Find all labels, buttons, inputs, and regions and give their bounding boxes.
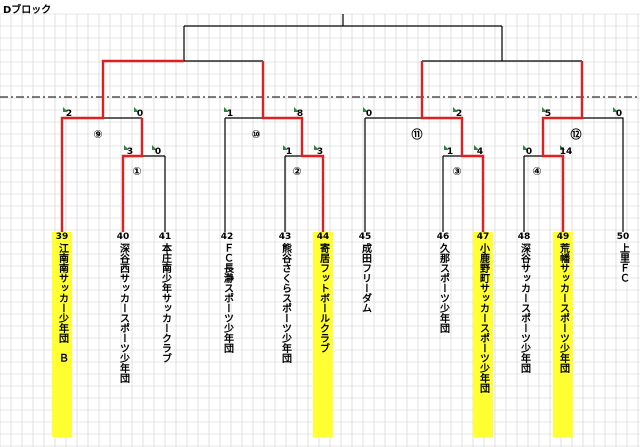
team-number: 48: [517, 232, 531, 242]
score-flag-icon: [152, 145, 157, 150]
score-flag-icon: [453, 107, 458, 112]
score-flag-icon: [444, 145, 449, 150]
team-number: 49: [556, 232, 570, 242]
match-score: 2: [65, 109, 73, 119]
team-name: 江南南サッカー少年団 Ｂ: [56, 243, 68, 363]
match-number: ⑫: [570, 128, 582, 141]
match-score: 4: [476, 147, 484, 157]
score-flag-icon: [314, 145, 319, 150]
team-name: 深谷西サッカースポーツ少年団: [117, 243, 129, 383]
score-flag-icon: [124, 145, 129, 150]
score-flag-icon: [474, 145, 479, 150]
score-flag-icon: [134, 107, 139, 112]
score-flag-icon: [63, 107, 68, 112]
score-flag-icon: [363, 107, 368, 112]
team-number: 44: [316, 232, 330, 242]
match-number: ②: [292, 165, 302, 178]
match-number: ⑪: [411, 128, 423, 141]
winning-path-lines: [60, 59, 584, 232]
match-score: 3: [126, 147, 134, 157]
match-number: ③: [452, 165, 462, 178]
match-score: 0: [154, 147, 162, 157]
match-score: 1: [446, 147, 454, 157]
match-number: ⑩: [251, 128, 261, 141]
team-name: 熊谷さくらスポーツ少年団: [279, 243, 291, 363]
team-name: 荒幡サッカースポーツ少年団: [557, 243, 569, 373]
match-score: 2: [455, 109, 463, 119]
team-name: ＦＣ長瀞スポーツ少年団: [221, 243, 233, 353]
match-number: ①: [132, 165, 142, 178]
team-name: 久那スポーツ少年団: [437, 243, 449, 333]
match-score: 0: [525, 147, 533, 157]
team-number: 45: [358, 232, 372, 242]
team-number: 39: [55, 232, 69, 242]
match-score: 3: [316, 147, 324, 157]
match-score: 1: [285, 147, 293, 157]
match-score: 14: [559, 147, 573, 157]
team-name: 成田フリーダム: [359, 243, 371, 313]
team-number: 50: [616, 232, 630, 242]
block-title: Dブロック: [3, 5, 52, 16]
match-score: 5: [544, 109, 552, 119]
team-number: 41: [158, 232, 172, 242]
score-flag-icon: [224, 107, 229, 112]
score-flag-icon: [283, 145, 288, 150]
match-score: 0: [615, 109, 623, 119]
team-name: 本庄南少年サッカークラブ: [159, 243, 171, 363]
team-number: 46: [436, 232, 450, 242]
team-name: 上里ＦＣ: [617, 243, 629, 283]
team-number: 43: [278, 232, 292, 242]
match-score: 0: [136, 109, 144, 119]
team-number: 47: [476, 232, 490, 242]
team-number: 42: [220, 232, 234, 242]
score-flag-icon: [523, 145, 528, 150]
match-score: 8: [296, 109, 304, 119]
team-name: 寄居フットボールクラブ: [317, 243, 329, 353]
score-flag-icon: [542, 107, 547, 112]
match-number: ⑨: [93, 128, 103, 141]
match-number: ④: [532, 165, 542, 178]
match-score: 1: [226, 109, 234, 119]
score-flag-icon: [560, 145, 565, 150]
score-flag-icon: [613, 107, 618, 112]
team-name: 小鹿野町サッカースポーツ少年団: [477, 243, 489, 393]
score-flag-icon: [294, 107, 299, 112]
team-number: 40: [116, 232, 130, 242]
team-name: 深谷サッカースポーツ少年団: [518, 243, 530, 373]
match-score: 0: [365, 109, 373, 119]
